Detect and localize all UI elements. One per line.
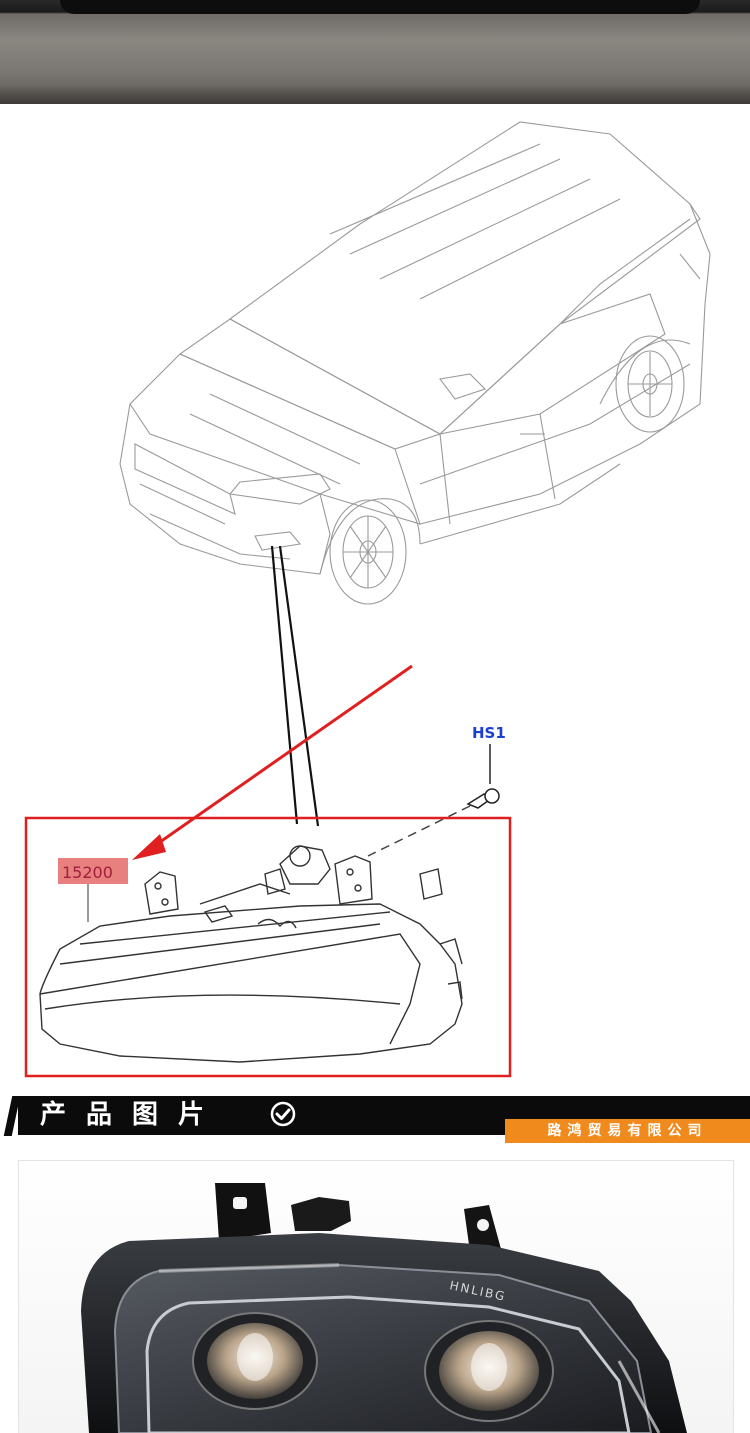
fastener-screw <box>367 744 500 857</box>
fastener-label: HS1 <box>472 724 506 742</box>
banner-underline <box>18 1132 518 1135</box>
check-circle-icon <box>270 1101 296 1127</box>
vehicle-tire-edge <box>60 0 700 14</box>
company-name-badge: 路鸿贸易有限公司 <box>505 1119 750 1143</box>
fog-lamp-photo: HNLIBG <box>81 1183 687 1433</box>
parts-diagram: HS1 15200 <box>24 121 711 1078</box>
part-highlight-box <box>24 816 512 1078</box>
photo-shadow <box>0 84 750 104</box>
vehicle-line-drawing <box>119 121 711 605</box>
product-photo: HNLIBG <box>18 1160 734 1433</box>
part-number-label-bg <box>58 858 128 884</box>
section-banner: 产品图片 路鸿贸易有限公司 <box>0 1092 750 1150</box>
leader-lines <box>270 545 320 827</box>
part-number-label: 15200 <box>62 863 113 882</box>
road-photo-strip <box>0 0 750 104</box>
fog-lamp-drawing <box>39 845 463 1063</box>
section-title: 产品图片 <box>40 1100 225 1130</box>
red-arrow <box>132 664 413 860</box>
